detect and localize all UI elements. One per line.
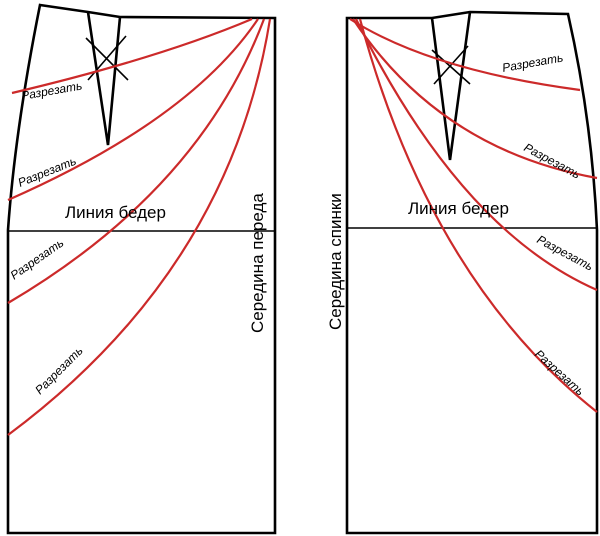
back-cut-line-3 — [355, 18, 598, 292]
front-cut-label-4: Разрезать — [32, 344, 85, 397]
front-dart — [86, 11, 122, 146]
back-outline — [345, 10, 599, 535]
back-cut-label-1: Разрезать — [501, 50, 564, 74]
back-cut-label-4: Разрезать — [532, 347, 587, 399]
front-cut-line-2 — [7, 18, 259, 202]
front-panel: Разрезать Разрезать Разрезать Разрезать … — [6, 3, 277, 535]
front-cut-label-3: Разрезать — [8, 236, 67, 283]
back-dart — [430, 11, 472, 161]
front-cut-line-4 — [7, 18, 272, 436]
back-dart-cross-a — [431, 49, 471, 85]
back-cut-line-1 — [349, 18, 581, 92]
back-center-label: Середина спинки — [326, 193, 345, 330]
front-cut-line-1 — [11, 17, 253, 95]
back-panel: Разрезать Разрезать Разрезать Разрезать … — [326, 10, 599, 535]
front-cut-label-1: Разрезать — [20, 78, 83, 102]
back-dart-cross-b — [433, 45, 469, 85]
front-cut-line-3 — [7, 18, 266, 304]
back-cut-label-3: Разрезать — [535, 232, 596, 273]
back-hip-line-label: Линия бедер — [408, 199, 509, 218]
back-cut-line-4 — [358, 18, 598, 413]
back-cut-line-2 — [352, 18, 598, 180]
front-outline — [6, 3, 277, 535]
front-center-label: Середина переда — [248, 193, 267, 333]
front-hip-line-label: Линия бедер — [65, 203, 166, 222]
